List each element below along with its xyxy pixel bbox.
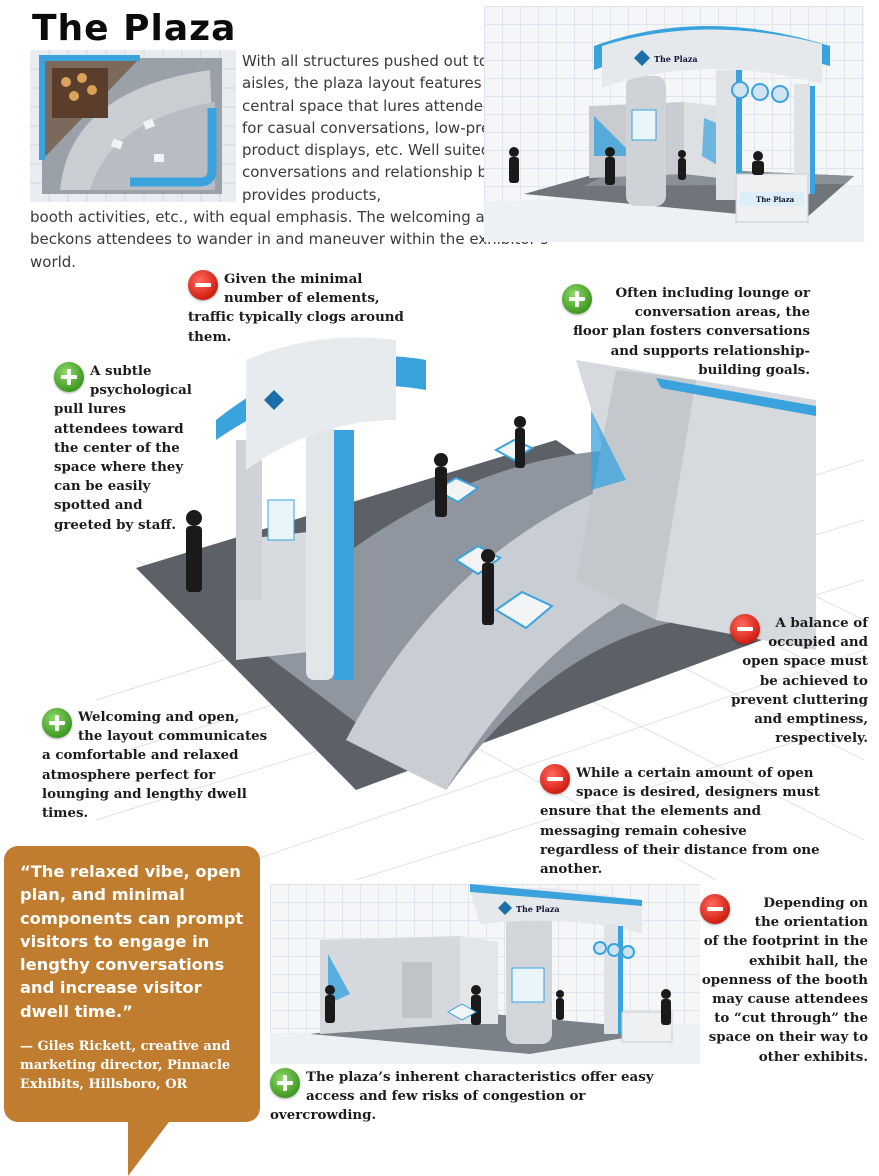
intro-paragraph-continued: booth activities, etc., with equal empha… xyxy=(30,208,549,271)
note-lounge-areas: Often including lounge or conversation a… xyxy=(562,284,810,380)
quote-attribution: — Giles Rickett, creative and marketing … xyxy=(20,1039,231,1093)
minus-circle-icon xyxy=(540,764,570,794)
quote-text: “The relaxed vibe, open plan, and minima… xyxy=(20,862,244,1021)
plus-circle-icon xyxy=(562,284,592,314)
intro-paragraph: With all structures pushed out toward th… xyxy=(242,52,572,204)
plus-circle-icon xyxy=(42,708,72,738)
note-cohesive-elements: While a certain amount of open space is … xyxy=(540,764,820,878)
plus-circle-icon xyxy=(54,362,84,392)
booth-render-side: The Plaza xyxy=(270,884,700,1064)
minus-circle-icon xyxy=(188,270,218,300)
counter-sign-label: The Plaza xyxy=(756,195,795,204)
floor-plan-illustration xyxy=(30,50,236,202)
note-easy-access: The plaza’s inherent characteristics off… xyxy=(270,1068,654,1124)
booth-sign-label: The Plaza xyxy=(654,54,698,64)
page-title: The Plaza xyxy=(32,8,237,49)
quote-tail xyxy=(128,1118,172,1176)
booth-render-main xyxy=(96,320,864,880)
plus-circle-icon xyxy=(270,1068,300,1098)
note-welcoming-open: Welcoming and open, the layout communica… xyxy=(42,708,268,822)
note-traffic-clogs: Given the minimal number of elements, tr… xyxy=(188,270,404,345)
minus-circle-icon xyxy=(730,614,760,644)
quote-callout: “The relaxed vibe, open plan, and minima… xyxy=(4,846,260,1122)
note-psychological-pull: A subtle psychological pull lures attend… xyxy=(54,362,192,533)
booth-render-front: The Plaza The Plaza xyxy=(484,6,864,242)
note-cut-through: Depending on the orientation of the foot… xyxy=(700,894,868,1065)
booth-sign-label-2: The Plaza xyxy=(516,904,560,914)
note-balance-space: A balance of occupied and open space mus… xyxy=(730,614,868,747)
minus-circle-icon xyxy=(700,894,730,924)
